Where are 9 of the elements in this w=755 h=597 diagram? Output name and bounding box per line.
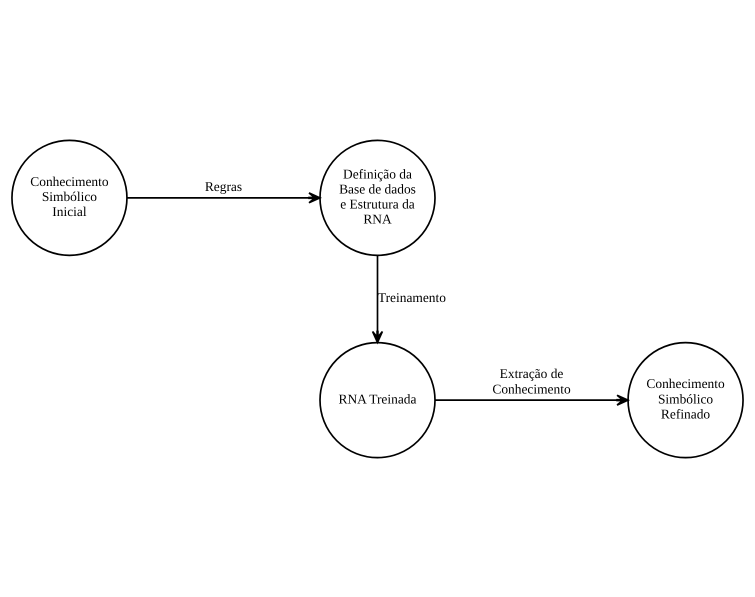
edge-label: Regras: [204, 178, 242, 194]
node-circle: Conhecimento Simbólico Inicial: [11, 139, 128, 256]
edge-label: Extração de Conhecimento: [492, 366, 571, 396]
node-circle: Conhecimento Simbólico Refinado: [627, 341, 744, 458]
node-circle: RNA Treinada: [319, 341, 436, 458]
arrow: [372, 254, 384, 343]
arrow: [435, 394, 629, 406]
arrow: [127, 192, 321, 204]
node-circle: Definição da Base de dados e Estrutura da RNA: [319, 139, 436, 256]
